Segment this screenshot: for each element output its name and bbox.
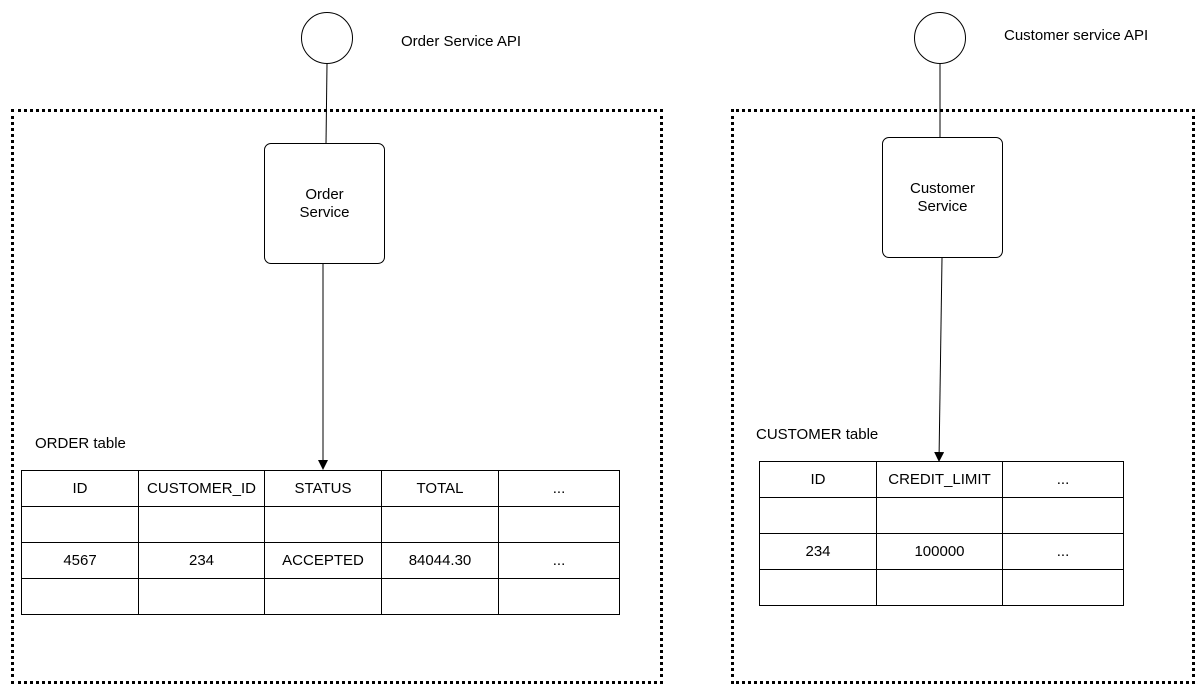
order-table-header-row: ID CUSTOMER_ID STATUS TOTAL ... xyxy=(21,470,620,507)
table-row: 234 100000 ... xyxy=(759,533,1124,570)
customer-table-label: CUSTOMER table xyxy=(756,426,879,443)
order-service-label-line-2: Service xyxy=(299,203,350,221)
customer-table-header-cell: ... xyxy=(1002,461,1124,498)
customer-service-label-line-1: Customer xyxy=(909,179,976,197)
customer-table-cell xyxy=(876,569,1003,606)
order-table-cell: ACCEPTED xyxy=(264,542,382,579)
customer-table-header-cell: CREDIT_LIMIT xyxy=(876,461,1003,498)
order-service-label-line-1: Order xyxy=(305,185,344,203)
order-api-endpoint-circle xyxy=(301,12,353,64)
order-table-header-cell: ID xyxy=(21,470,139,507)
order-table-cell xyxy=(264,578,382,615)
table-row: 4567 234 ACCEPTED 84044.30 ... xyxy=(21,542,620,579)
customer-table-cell xyxy=(1002,569,1124,606)
order-api-label: Order Service API xyxy=(401,33,522,50)
order-table-header-cell: STATUS xyxy=(264,470,382,507)
customer-api-endpoint-circle xyxy=(914,12,966,64)
order-table-cell xyxy=(381,506,499,543)
order-table-header-cell: ... xyxy=(498,470,620,507)
customer-service-boundary xyxy=(731,109,1195,684)
customer-service-label-line-2: Service xyxy=(917,197,968,215)
customer-table-header-cell: ID xyxy=(759,461,877,498)
table-row xyxy=(21,506,620,543)
order-service-box: Order Service xyxy=(264,143,385,264)
order-table-cell: 4567 xyxy=(21,542,139,579)
table-row xyxy=(759,569,1124,606)
customer-table-cell xyxy=(1002,497,1124,534)
customer-service-to-table-arrow xyxy=(934,257,945,462)
order-table-cell xyxy=(21,578,139,615)
order-table: ID CUSTOMER_ID STATUS TOTAL ... 4567 234… xyxy=(21,470,620,615)
order-table-cell: 84044.30 xyxy=(381,542,499,579)
order-table-cell xyxy=(138,506,265,543)
order-table-cell xyxy=(498,578,620,615)
customer-table-cell xyxy=(876,497,1003,534)
order-table-label: ORDER table xyxy=(35,435,126,452)
table-row xyxy=(759,497,1124,534)
customer-table-cell xyxy=(759,497,877,534)
customer-table-cell: 100000 xyxy=(876,533,1003,570)
order-api-connector xyxy=(325,63,328,145)
order-table-cell xyxy=(21,506,139,543)
order-table-cell xyxy=(498,506,620,543)
order-table-cell xyxy=(264,506,382,543)
customer-table-cell: ... xyxy=(1002,533,1124,570)
order-table-cell xyxy=(381,578,499,615)
order-table-header-cell: CUSTOMER_ID xyxy=(138,470,265,507)
order-table-cell: ... xyxy=(498,542,620,579)
customer-table-cell xyxy=(759,569,877,606)
order-table-cell xyxy=(138,578,265,615)
order-service-boundary xyxy=(11,109,663,684)
customer-service-box: Customer Service xyxy=(882,137,1003,258)
order-table-header-cell: TOTAL xyxy=(381,470,499,507)
customer-table-cell: 234 xyxy=(759,533,877,570)
table-row xyxy=(21,578,620,615)
customer-table-header-row: ID CREDIT_LIMIT ... xyxy=(759,461,1124,498)
customer-api-label: Customer service API xyxy=(1004,27,1149,44)
order-table-cell: 234 xyxy=(138,542,265,579)
customer-table: ID CREDIT_LIMIT ... 234 100000 ... xyxy=(759,461,1124,606)
